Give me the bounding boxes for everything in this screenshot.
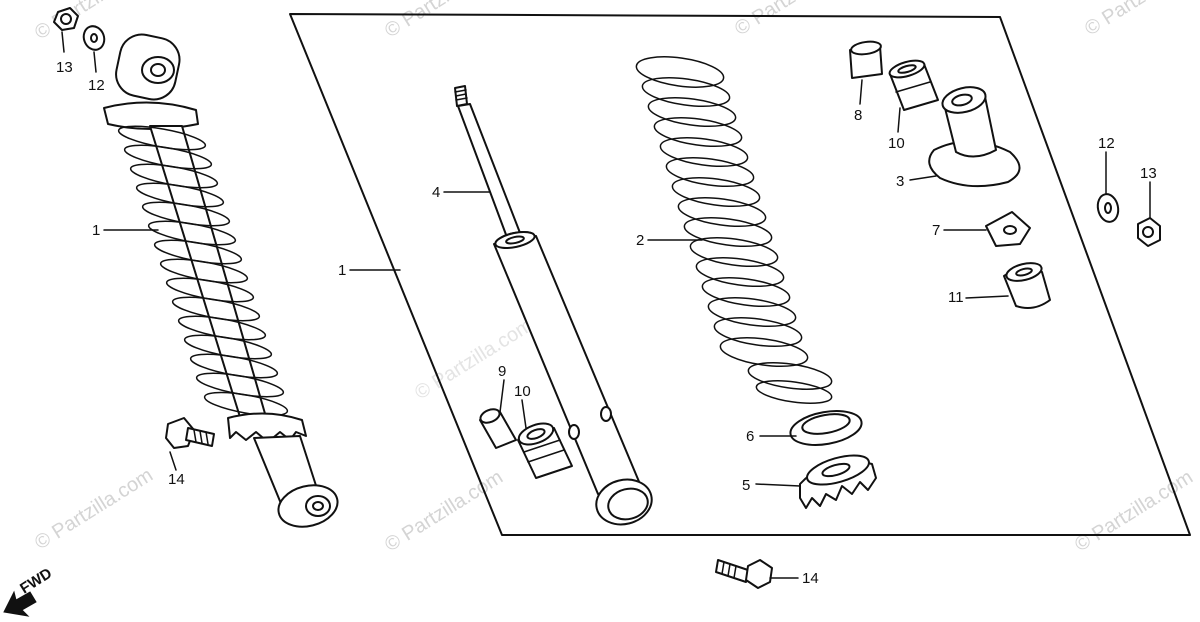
exploded-view-frame [289, 13, 1191, 536]
callout-7: 7 [932, 222, 940, 239]
nut-13-left [53, 7, 79, 31]
callout-11: 11 [948, 289, 964, 306]
callout-12-left: 12 [88, 77, 105, 94]
nut-13-right [1137, 217, 1161, 247]
watermark: © Partzilla.com [1071, 466, 1197, 556]
rear-shock-assembly [103, 33, 339, 528]
spring-seat-6 [789, 410, 863, 446]
callout-numbers: 13 12 1 14 1 4 9 10 2 6 5 14 8 10 3 7 11… [56, 59, 1157, 587]
watermark: © Partzilla.com [381, 466, 507, 556]
watermark: © Partzilla.com [1081, 0, 1200, 40]
callout-8: 8 [854, 107, 862, 124]
upper-mount-3 [928, 86, 1021, 188]
callout-14-bottom: 14 [802, 570, 819, 587]
lower-spring-seat [227, 412, 307, 443]
damper-unit [454, 85, 653, 526]
callout-4: 4 [432, 184, 440, 201]
bushing-10-upper [888, 59, 939, 111]
watermark: © Partzilla.com [31, 464, 157, 554]
callout-2: 2 [636, 232, 644, 249]
callout-6: 6 [746, 428, 754, 445]
bolt-14-left [165, 417, 215, 449]
damper-rod [457, 103, 523, 241]
callout-14-left: 14 [168, 471, 185, 488]
spring-2 [635, 56, 833, 404]
callout-5: 5 [742, 477, 750, 494]
watermark: © Partzilla.com [381, 0, 507, 42]
upper-spring-seat [103, 101, 199, 130]
callout-1-left: 1 [92, 222, 100, 239]
spring-adjuster-5 [799, 454, 877, 509]
collar-9 [479, 408, 517, 449]
callout-1-frame: 1 [338, 262, 346, 279]
callout-12-right: 12 [1098, 135, 1115, 152]
fwd-indicator: FWD [3, 565, 55, 617]
bushing-11 [1003, 262, 1051, 309]
callout-9: 9 [498, 363, 506, 380]
callout-10-upper: 10 [888, 135, 905, 152]
washer-12-right [1096, 193, 1120, 223]
bushing-10-lower [517, 422, 573, 479]
washer-12-left [82, 25, 106, 51]
fwd-arrow-icon [3, 590, 37, 617]
bolt-14-bottom [715, 559, 773, 589]
collar-8 [849, 40, 883, 79]
shock-spring-coils [117, 125, 289, 417]
leader-lines [61, 31, 1151, 579]
watermark: © Partzilla.com [731, 0, 857, 40]
rubber-7 [985, 211, 1031, 247]
callout-3: 3 [896, 173, 904, 190]
callout-13-left: 13 [56, 59, 73, 76]
callout-10-lower: 10 [514, 383, 531, 400]
fwd-label: FWD [17, 565, 55, 598]
callout-13-right: 13 [1140, 165, 1157, 182]
